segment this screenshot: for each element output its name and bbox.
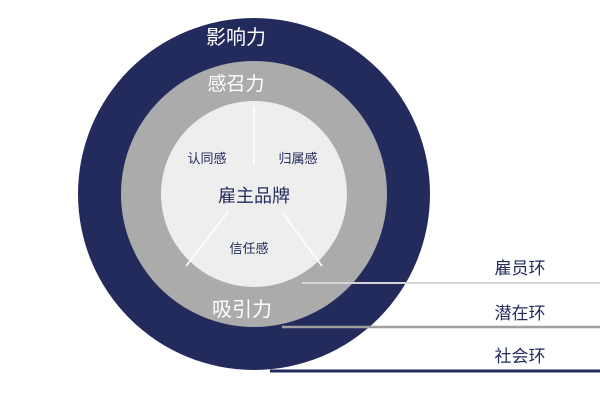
segment-label-belonging: 归属感	[278, 151, 317, 167]
segment-label-trust: 信任感	[229, 241, 268, 257]
center-title: 雇主品牌	[218, 186, 290, 207]
middle-ring-label: 感召力	[207, 73, 264, 95]
inner-circle-employee	[161, 101, 347, 287]
divider-left	[185, 211, 229, 267]
bottom-ring-label: 吸引力	[212, 297, 272, 321]
divider-right	[281, 211, 323, 267]
legend-label-potential-ring: 潜在环	[495, 304, 546, 324]
legend-label-social-ring: 社会环	[495, 347, 546, 367]
legend-label-employee-ring: 雇员环	[495, 259, 546, 279]
outer-ring-label: 影响力	[206, 25, 266, 49]
segment-label-recognition: 认同感	[187, 151, 226, 167]
